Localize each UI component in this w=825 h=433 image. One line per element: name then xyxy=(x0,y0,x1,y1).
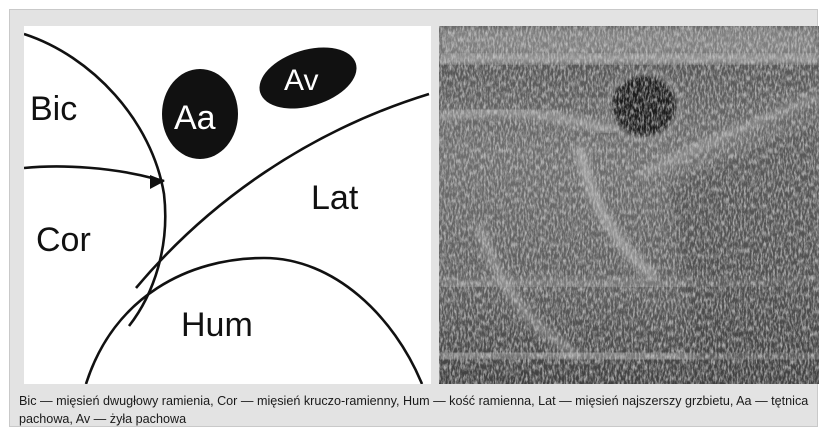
anatomy-schematic: Bic Cor Hum Lat Aa Av xyxy=(24,26,431,384)
label-aa: Aa xyxy=(174,99,216,137)
figure-panel: Bic Cor Hum Lat Aa Av xyxy=(9,9,818,427)
humerus-outline xyxy=(86,258,422,384)
figure-caption: Bic — mięsień dwugłowy ramienia, Cor — m… xyxy=(19,392,814,428)
label-cor: Cor xyxy=(36,221,91,259)
ultrasound-image xyxy=(439,26,819,384)
coracobrachialis-outline xyxy=(24,166,164,181)
label-bic: Bic xyxy=(30,90,77,128)
label-hum: Hum xyxy=(181,306,253,344)
label-lat: Lat xyxy=(311,179,359,217)
biceps-outline xyxy=(24,34,165,326)
label-av: Av xyxy=(284,64,318,97)
